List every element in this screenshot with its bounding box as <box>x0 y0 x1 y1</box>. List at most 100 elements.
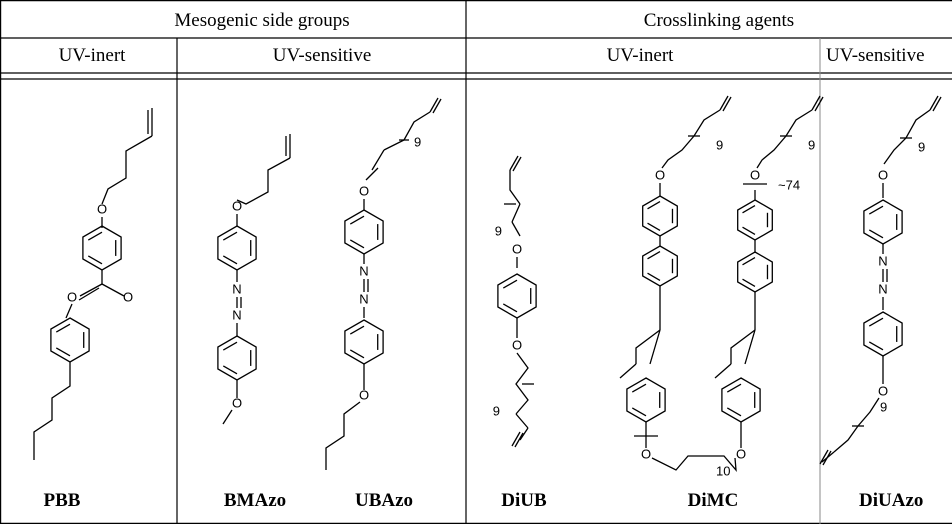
bond <box>79 283 103 297</box>
repeat-count: 9 <box>880 399 887 414</box>
repeat-count: ~74 <box>778 177 800 192</box>
repeat-count: 9 <box>495 223 502 238</box>
vinyl-bond <box>819 449 829 465</box>
aromatic-bond <box>502 303 518 313</box>
aromatic-bond <box>868 341 884 351</box>
aromatic-bond <box>742 226 756 235</box>
bond <box>65 303 73 319</box>
aromatic-bond <box>55 323 71 333</box>
subheader-cross-uv-inert: UV-inert <box>606 45 674 66</box>
aromatic-bond <box>349 349 365 359</box>
carbonyl-double-bond <box>78 287 100 301</box>
aromatic-bond <box>726 407 742 417</box>
chain <box>756 109 813 169</box>
compound-label-pbb: PBB <box>43 490 81 511</box>
chain <box>833 397 880 453</box>
methyl-bond <box>222 409 233 425</box>
repeat-count: 9 <box>716 137 723 152</box>
structure-pbb: OOO <box>33 108 153 460</box>
oxygen-atom: O <box>359 183 369 198</box>
repeat-count: 9 <box>414 134 421 149</box>
aromatic-bond <box>647 272 661 281</box>
chain <box>649 329 661 365</box>
methoxy-oxygen: O <box>232 395 242 410</box>
nitrogen-atom: N <box>878 281 887 296</box>
vinyl-bond <box>429 97 439 113</box>
vinyl-double-bond <box>722 96 732 112</box>
oxygen-atom: O <box>641 446 651 461</box>
chain <box>619 363 637 379</box>
ester-oxygen: O <box>67 289 77 304</box>
aromatic-bond <box>647 222 661 231</box>
aromatic-bond <box>647 201 661 210</box>
aromatic-bond <box>631 407 647 417</box>
aromatic-bond <box>631 383 647 393</box>
chain <box>744 329 756 365</box>
nitrogen-atom: N <box>359 263 368 278</box>
chain <box>883 109 931 165</box>
butenyl-chain <box>236 157 291 205</box>
chain <box>403 111 431 141</box>
chain <box>371 149 385 171</box>
compound-label-diub: DiUB <box>501 490 547 511</box>
aromatic-bond <box>349 239 365 249</box>
vinyl-bond <box>511 431 521 447</box>
vinyl-double-bond <box>432 98 442 114</box>
nitrogen-atom: N <box>878 253 887 268</box>
repeat-count: 9 <box>493 403 500 418</box>
aromatic-bond <box>349 325 365 335</box>
subheader-cross-uv-sensitive: UV-sensitive <box>826 45 925 66</box>
aromatic-bond <box>868 205 884 215</box>
aromatic-bond <box>742 257 756 266</box>
nitrogen-atom: N <box>359 291 368 306</box>
bond <box>101 283 125 297</box>
oxygen-atom: O <box>878 383 888 398</box>
vinyl-bond <box>929 95 939 111</box>
vinyl-double-bond <box>932 96 942 112</box>
chain <box>511 203 521 223</box>
chain <box>714 363 732 379</box>
vinyl-bond <box>509 155 519 171</box>
compound-label-diuazo: DiUAzo <box>859 490 924 511</box>
aromatic-bond <box>87 231 103 241</box>
aromatic-bond <box>647 251 661 260</box>
subheader-meso-uv-sensitive: UV-sensitive <box>272 45 372 66</box>
structure-ubazo: 9O NN O <box>325 97 442 470</box>
vinyl-bond <box>811 95 821 111</box>
structure-bmazo: O NN O <box>217 134 291 425</box>
repeat-count: 10 <box>716 463 730 478</box>
aromatic-bond <box>726 383 742 393</box>
oxygen-atom: O <box>736 446 746 461</box>
oxygen-atom: O <box>512 241 522 256</box>
chain <box>661 109 721 169</box>
oxygen-atom: O <box>359 387 369 402</box>
chain <box>509 170 521 205</box>
aromatic-bond <box>742 205 756 214</box>
aromatic-bond <box>349 215 365 225</box>
pentyl-chain <box>33 362 71 460</box>
oxygen-atom: O <box>512 337 522 352</box>
aromatic-bond <box>222 365 238 375</box>
chain <box>511 221 521 237</box>
ethyl-chain <box>730 329 756 364</box>
ethyl-chain <box>635 329 661 364</box>
decyl-bridge <box>651 455 737 472</box>
vinyl-double-bond <box>512 156 522 172</box>
header-crosslinking-agents: Crosslinking agents <box>643 10 795 31</box>
oxygen-atom: O <box>878 167 888 182</box>
aromatic-bond <box>87 255 103 265</box>
chain <box>515 352 529 415</box>
vinyl-double-bond <box>814 96 824 112</box>
header-mesogenic-side-groups: Mesogenic side groups <box>174 10 350 31</box>
nitrogen-atom: N <box>232 307 241 322</box>
carbonyl-oxygen: O <box>123 289 133 304</box>
repeat-count: 9 <box>808 137 815 152</box>
butenyl-chain <box>101 135 153 205</box>
oxygen-atom: O <box>232 198 242 213</box>
aromatic-bond <box>222 255 238 265</box>
nitrogen-atom: N <box>232 281 241 296</box>
